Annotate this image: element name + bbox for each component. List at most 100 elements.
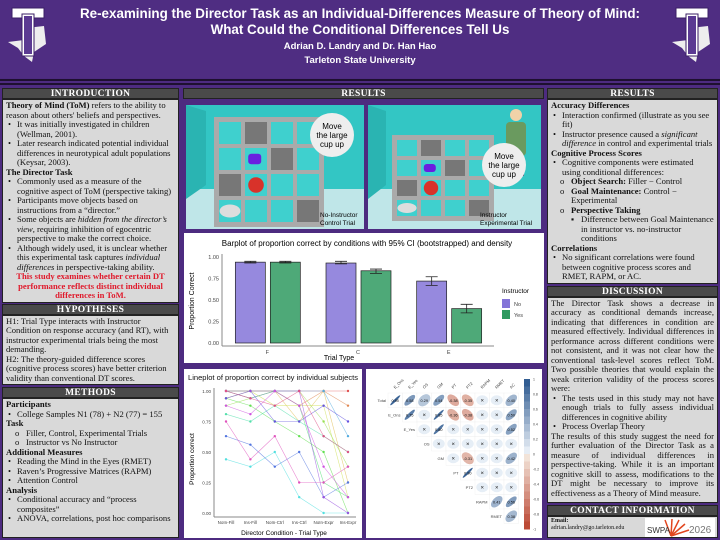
correlation-ellipse — [491, 496, 503, 508]
scene-caption: Control Trial — [320, 220, 356, 227]
row-label: RAPM — [476, 499, 488, 504]
legend-label: No — [514, 302, 521, 308]
bowl-icon — [219, 204, 241, 218]
text: , requiring inhibition of egocentric per… — [17, 223, 152, 243]
results-panel: Accuracy Differences Interaction confirm… — [547, 99, 718, 284]
correlation-ellipse — [490, 438, 503, 449]
colorbar-segment — [524, 446, 530, 455]
shelf-cell — [397, 140, 417, 156]
colorbar-tick: -0.4 — [533, 483, 539, 487]
discussion-text: The Director Task shows a decrease in ac… — [551, 297, 714, 393]
correlation-value: -0.36 — [449, 413, 458, 417]
shelf-cell — [469, 200, 489, 216]
list-item: Interaction confirmed (illustrate as you… — [551, 110, 714, 130]
results-heading: RESULTS — [183, 88, 544, 99]
correlation-ellipse — [404, 394, 416, 406]
row-label: E_Yes — [404, 427, 415, 432]
correlation-ellipse — [505, 394, 518, 407]
correlation-value: 0.42 — [508, 457, 515, 461]
term: Goal Maintenance: — [571, 185, 642, 196]
correlation-ellipse — [418, 409, 431, 420]
nonsignificant-marker: ✕ — [437, 441, 441, 446]
university-logo-right — [672, 7, 710, 62]
text: in perspective-taking ability. — [54, 261, 155, 272]
colorbar-segment — [524, 439, 530, 447]
chart-title: Barplot of proportion correct by conditi… — [222, 239, 512, 248]
nonsignificant-marker: ✕ — [480, 441, 484, 446]
y-tick-label: 1.00 — [202, 389, 211, 394]
y-tick-label: 0.75 — [208, 277, 219, 283]
correlation-value: 0.90 — [392, 399, 399, 403]
nonsignificant-marker: ✕ — [480, 485, 484, 490]
colorbar-tick: -0.6 — [533, 498, 539, 502]
subject-point — [346, 389, 350, 393]
correlation-ellipse — [390, 395, 401, 406]
hypotheses-panel: H1: Trial Type interacts with Instructor… — [2, 314, 179, 385]
colorbar-segment — [524, 521, 530, 530]
email-link[interactable]: adrian.landry@go.tarleton.edu — [551, 525, 625, 531]
bar-yes-E — [451, 308, 483, 344]
correlation-value: 0.56 — [508, 500, 515, 504]
list-item: Raven’s Progressive Matrices (RAPM) — [6, 466, 175, 477]
shelf-cell — [219, 122, 241, 144]
row-label: PT2 — [466, 485, 474, 490]
list-item: Instructor vs No Instructor — [6, 437, 175, 448]
discussion-text: The results of this study suggest the ne… — [551, 430, 714, 498]
text: Although widely used, it is unclear whet… — [17, 242, 168, 262]
subject-point — [249, 397, 252, 400]
correlation-ellipse — [447, 424, 460, 435]
director-task-scene-instructor: Move the large cup up Instructor Experim… — [368, 105, 541, 229]
subject-point — [346, 495, 350, 499]
colorbar-segment — [524, 491, 530, 500]
swpa-logo: SWPA 2026 — [645, 518, 715, 537]
correlation-ellipse — [461, 408, 474, 421]
nonsignificant-marker: ✕ — [480, 427, 484, 432]
subject-point — [249, 458, 252, 461]
list-item: Instructor presence caused a significant… — [551, 128, 714, 149]
cup-icon — [248, 153, 262, 165]
error-bar — [279, 260, 292, 264]
text: Filler − Control — [625, 176, 683, 186]
shelf-cell — [297, 200, 319, 222]
subject-point — [298, 434, 301, 438]
intro-paragraph: Theory of Mind (ToM) refers to the abili… — [6, 100, 175, 120]
list-item: Participants move objects based on instr… — [6, 195, 175, 215]
correlation-ellipse — [461, 438, 474, 449]
x-tick-label: NoIn-Ctrl — [266, 520, 284, 525]
introduction-heading: INTRODUCTION — [2, 88, 179, 99]
x-tick-label: NoIn-Expr — [313, 520, 334, 525]
correlation-ellipse — [505, 452, 517, 464]
nonsignificant-marker: ✕ — [495, 441, 499, 446]
shelf-cell — [271, 174, 293, 196]
subheading: Cognitive Process Scores — [551, 147, 642, 158]
intro-text: refers to the ability to reason about ot… — [6, 100, 166, 120]
correlation-ellipse — [505, 482, 518, 493]
shelf-cell — [397, 160, 417, 176]
correlation-value: -0.31 — [463, 457, 472, 461]
error-bar — [370, 268, 382, 274]
university-logo-left — [8, 7, 46, 62]
bubble-text: Move — [322, 122, 342, 131]
list-item: ANOVA, correlations, post hoc comparison… — [6, 513, 175, 524]
cup-icon — [423, 164, 436, 172]
subject-line — [225, 421, 349, 483]
correlation-ellipse — [447, 438, 460, 449]
colorbar-segment — [524, 424, 530, 432]
shelf-cell — [219, 148, 241, 170]
shelf-cell — [445, 160, 465, 176]
poster-title: Re-examining the Director Task as an Ind… — [0, 0, 720, 38]
correlation-ellipse — [505, 496, 517, 508]
y-axis-label: Proportion correct — [189, 433, 196, 485]
colorbar-segment — [524, 379, 530, 387]
bubble-text: Move — [494, 152, 514, 161]
nonsignificant-marker: ✕ — [466, 441, 470, 446]
column-label: RMET — [494, 378, 506, 390]
text: Instructor presence caused a — [562, 128, 662, 139]
colorbar-segment — [524, 469, 530, 477]
legend-swatch — [502, 310, 510, 319]
nonsignificant-marker: ✕ — [451, 456, 455, 461]
term: Perspective Taking — [571, 204, 641, 215]
correlation-ellipse — [461, 394, 474, 407]
column-label: OS — [421, 382, 429, 390]
correlation-ellipse — [433, 409, 444, 420]
